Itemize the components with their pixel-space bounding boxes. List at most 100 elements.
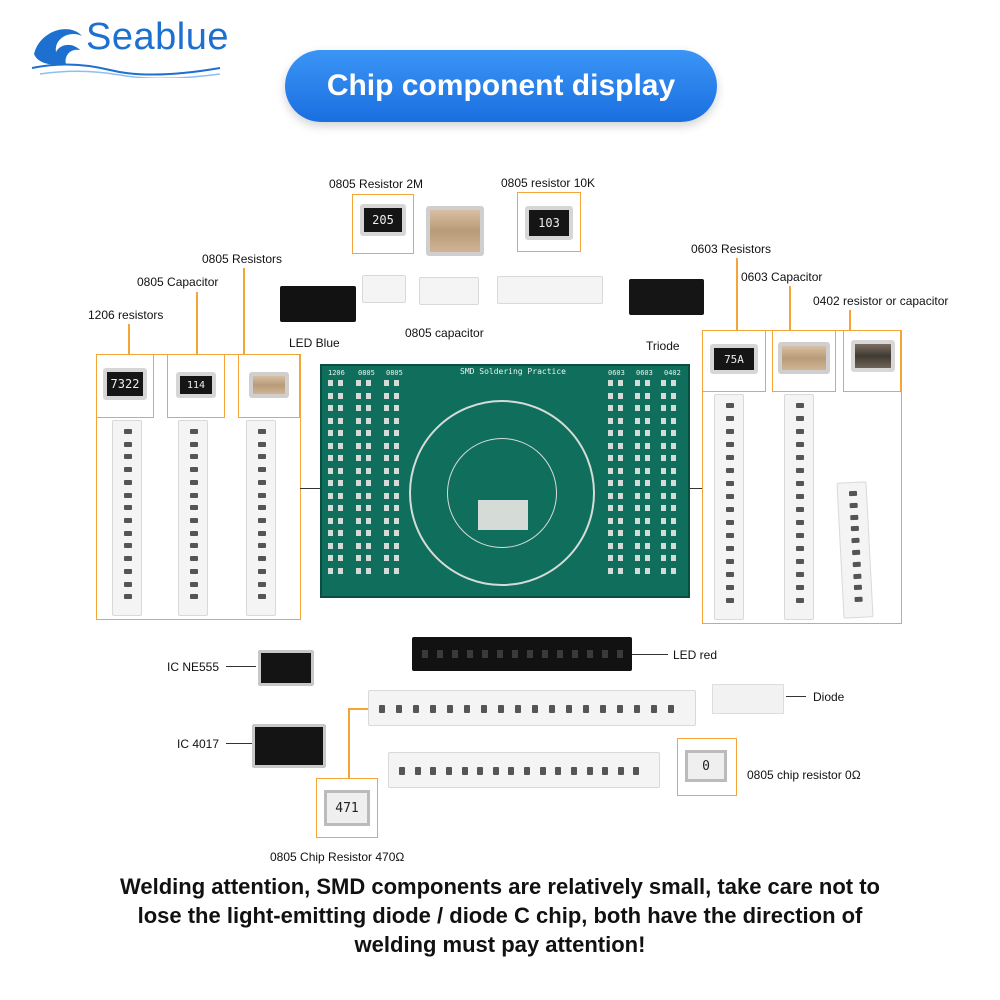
tape-component <box>583 705 589 713</box>
pcb-pad <box>394 530 399 536</box>
tape-1206 <box>112 420 142 616</box>
tape-component <box>849 502 858 509</box>
pcb-pad <box>661 492 667 499</box>
pcb-pad <box>671 530 677 536</box>
tape-component <box>532 705 538 713</box>
pcb-pad <box>384 392 389 399</box>
tape-component <box>726 403 734 408</box>
tape-10k <box>497 276 603 304</box>
tape-component <box>634 705 640 713</box>
pcb-pad <box>328 542 333 549</box>
pcb-pad <box>384 492 389 499</box>
tape-component <box>481 705 487 713</box>
led-red-strip <box>412 637 632 671</box>
label-0603-resistors: 0603 Resistors <box>691 242 772 256</box>
pcb-pad <box>608 380 613 386</box>
tape-component <box>617 767 624 775</box>
pcb-pad <box>661 555 667 561</box>
pcb-pad <box>608 430 613 436</box>
tape-component <box>602 767 609 775</box>
pcb-pad <box>328 392 333 399</box>
tape-component <box>796 468 804 473</box>
pcb-pad <box>384 442 389 449</box>
page-title: Chip component display <box>326 69 676 102</box>
pcb-pad <box>394 417 399 424</box>
pcb-pad <box>394 442 399 449</box>
tape-component <box>796 455 804 460</box>
tape-component <box>848 490 858 497</box>
pcb-pad <box>634 405 640 411</box>
led-red-chip <box>557 650 563 658</box>
pcb-pad <box>634 542 640 549</box>
pcb-pad <box>608 405 613 411</box>
tape-component <box>124 441 132 447</box>
pcb-pad <box>618 417 623 424</box>
pcb-pads-right <box>606 378 686 578</box>
pcb-pad <box>384 417 389 424</box>
frame-0805-0 <box>677 738 737 796</box>
tape-component <box>796 429 804 434</box>
led-red-chip <box>452 650 458 658</box>
pcb-pad <box>338 567 343 574</box>
led-red-chip <box>572 650 578 658</box>
tape-component <box>430 767 437 775</box>
pcb-pad <box>394 567 399 574</box>
label-led-blue: LED Blue <box>289 336 340 350</box>
tape-component <box>190 556 198 562</box>
pcb-pad <box>671 392 677 399</box>
tape-component <box>498 705 504 713</box>
pcb-pad <box>338 430 343 436</box>
pcb-pad <box>644 567 650 574</box>
tape-component <box>258 467 266 473</box>
tape-component <box>796 494 804 499</box>
pcb-pad <box>644 492 650 499</box>
pcb-pad <box>634 505 640 511</box>
pcb-pad <box>671 380 677 386</box>
pcb-pad <box>338 467 343 474</box>
pcb-pad <box>661 380 667 386</box>
pcb-pad <box>618 392 623 399</box>
leader-line <box>243 268 245 354</box>
pcb-pad <box>618 542 623 549</box>
led-red-chip <box>602 650 608 658</box>
led-red-chip <box>542 650 548 658</box>
tape-component <box>124 479 132 485</box>
pcb-pad <box>366 542 371 549</box>
label-1206-resistors: 1206 resistors <box>88 308 164 322</box>
tape-component <box>796 416 804 421</box>
tape-component <box>796 572 804 577</box>
tape-component <box>258 492 266 498</box>
led-blue-strip <box>280 286 356 322</box>
pcb-pad <box>356 567 361 574</box>
pcb-pad <box>328 530 333 536</box>
pcb-pad <box>366 517 371 524</box>
pcb-pad <box>644 480 650 486</box>
tape-component <box>190 505 198 511</box>
pcb-pad <box>634 442 640 449</box>
led-red-chip <box>617 650 623 658</box>
pcb-pad <box>366 480 371 486</box>
pcb-pad <box>394 455 399 461</box>
pcb-pad <box>328 567 333 574</box>
pcb-pad <box>671 567 677 574</box>
pcb-pad <box>661 467 667 474</box>
label-led-red: LED red <box>673 648 718 662</box>
pcb-pad <box>634 392 640 399</box>
tape-component <box>796 481 804 486</box>
pcb-pad <box>644 442 650 449</box>
leader-line <box>849 310 851 330</box>
pcb-pad <box>328 505 333 511</box>
tape-component <box>617 705 623 713</box>
pcb-pad <box>328 455 333 461</box>
tape-component <box>124 492 132 498</box>
chip-0402 <box>851 340 895 372</box>
pcb-pad <box>394 405 399 411</box>
diode-strip <box>712 684 784 714</box>
pcb-pad <box>328 442 333 449</box>
pcb-pad <box>394 467 399 474</box>
pcb-pad <box>394 430 399 436</box>
label-0805-capacitor: 0805 capacitor <box>405 326 484 340</box>
pcb-pad <box>338 505 343 511</box>
tape-component <box>850 514 859 520</box>
pcb-pad <box>634 480 640 486</box>
